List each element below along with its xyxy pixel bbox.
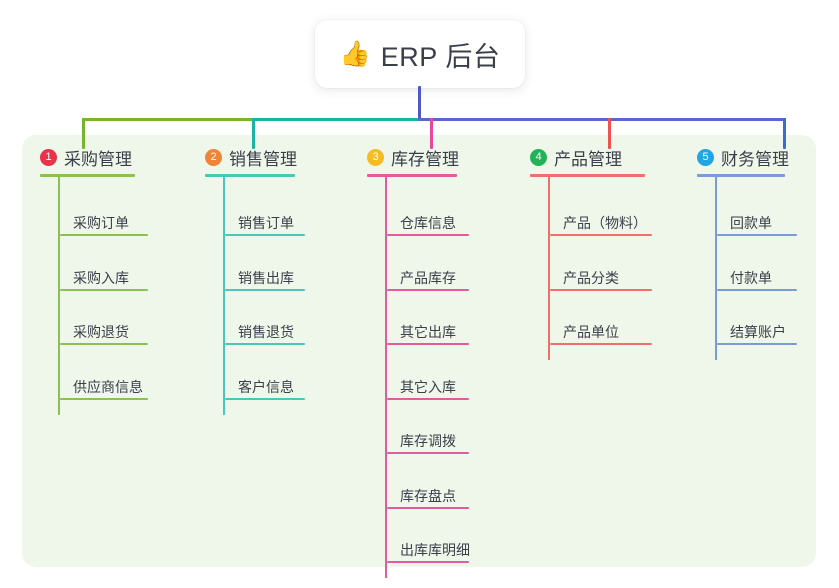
leaf-underline — [387, 561, 469, 563]
leaf-label: 结算账户 — [730, 324, 786, 340]
leaf-underline — [550, 234, 652, 236]
drop-line-inventory — [430, 118, 433, 149]
leaf-underline — [550, 343, 652, 345]
branch-number-badge: 1 — [40, 149, 57, 166]
leaf-label: 回款单 — [730, 215, 772, 231]
leaf-underline — [225, 397, 305, 400]
drop-line-sales — [252, 118, 255, 149]
branch-spine — [223, 175, 225, 415]
leaf-underline — [225, 288, 305, 291]
leaf-underline — [387, 452, 469, 454]
leaf-underline — [225, 234, 305, 236]
branch-underline — [40, 174, 135, 177]
leaf-underline — [60, 234, 148, 236]
branch-title-label: 产品管理 — [554, 150, 622, 169]
leaf-label: 销售出库 — [238, 269, 294, 286]
leaf-label: 采购入库 — [73, 269, 129, 286]
branch-underline — [530, 174, 645, 177]
thumbs-up-icon: 👍 — [339, 39, 371, 68]
leaf-underline — [387, 288, 469, 291]
branch-spine — [548, 175, 550, 360]
branch-number-badge: 2 — [205, 149, 222, 166]
leaf-label: 销售订单 — [238, 215, 294, 231]
leaf-label: 产品库存 — [400, 269, 456, 286]
leaf-underline — [60, 343, 148, 345]
leaf-label: 付款单 — [730, 269, 772, 286]
drop-line-finance — [783, 118, 786, 149]
branch-header-inventory[interactable]: 3 库存管理 — [367, 145, 459, 170]
leaf-label: 仓库信息 — [400, 215, 456, 231]
branch-title-label: 采购管理 — [64, 150, 132, 169]
leaf-label: 其它入库 — [400, 378, 456, 395]
leaf-label: 库存盘点 — [400, 487, 456, 504]
leaf-underline — [387, 234, 469, 236]
leaf-label: 销售退货 — [238, 324, 294, 340]
branch-header-sales[interactable]: 2 销售管理 — [205, 145, 297, 170]
branches-panel-background — [22, 135, 816, 567]
leaf-label: 供应商信息 — [73, 378, 143, 395]
leaf-label: 产品分类 — [563, 269, 619, 286]
branch-underline — [205, 174, 295, 177]
leaf-label: 其它出库 — [400, 324, 456, 340]
branch-title-label: 销售管理 — [229, 150, 297, 169]
leaf-underline — [717, 234, 797, 236]
leaf-underline — [60, 288, 148, 291]
leaf-label: 出库库明细 — [400, 542, 470, 558]
leaf-underline — [60, 397, 148, 400]
leaf-underline — [387, 397, 469, 400]
root-stem-line — [418, 86, 421, 121]
leaf-label: 采购退货 — [73, 324, 129, 340]
bus-segment-green — [82, 118, 255, 121]
branch-header-finance[interactable]: 5 财务管理 — [697, 145, 789, 170]
bus-segment-teal — [252, 118, 421, 121]
branch-spine — [715, 175, 717, 360]
leaf-label: 采购订单 — [73, 215, 129, 231]
branch-number-badge: 5 — [697, 149, 714, 166]
leaf-underline — [717, 343, 797, 345]
branch-underline — [697, 174, 785, 177]
leaf-underline — [387, 506, 469, 509]
branch-spine — [58, 175, 60, 415]
leaf-label: 库存调拨 — [400, 433, 456, 449]
drop-line-procurement — [82, 118, 85, 149]
branch-number-badge: 4 — [530, 149, 547, 166]
branch-header-procurement[interactable]: 1 采购管理 — [40, 145, 132, 170]
branch-underline — [367, 174, 457, 177]
leaf-underline — [717, 288, 797, 291]
branch-header-product[interactable]: 4 产品管理 — [530, 145, 622, 170]
leaf-underline — [550, 288, 652, 291]
branch-title-label: 库存管理 — [391, 150, 459, 169]
bus-segment-indigo — [418, 118, 786, 121]
drop-line-product — [608, 118, 611, 149]
leaf-label: 产品单位 — [563, 324, 619, 340]
leaf-label: 客户信息 — [238, 378, 294, 395]
branch-spine — [385, 175, 387, 578]
branch-title-label: 财务管理 — [721, 150, 789, 169]
root-node-erp-backend[interactable]: 👍 ERP 后台 — [315, 20, 525, 88]
leaf-underline — [225, 343, 305, 345]
leaf-label: 产品（物料） — [563, 215, 647, 231]
leaf-underline — [387, 343, 469, 345]
root-node-title: ERP 后台 — [380, 41, 501, 72]
branch-number-badge: 3 — [367, 149, 384, 166]
